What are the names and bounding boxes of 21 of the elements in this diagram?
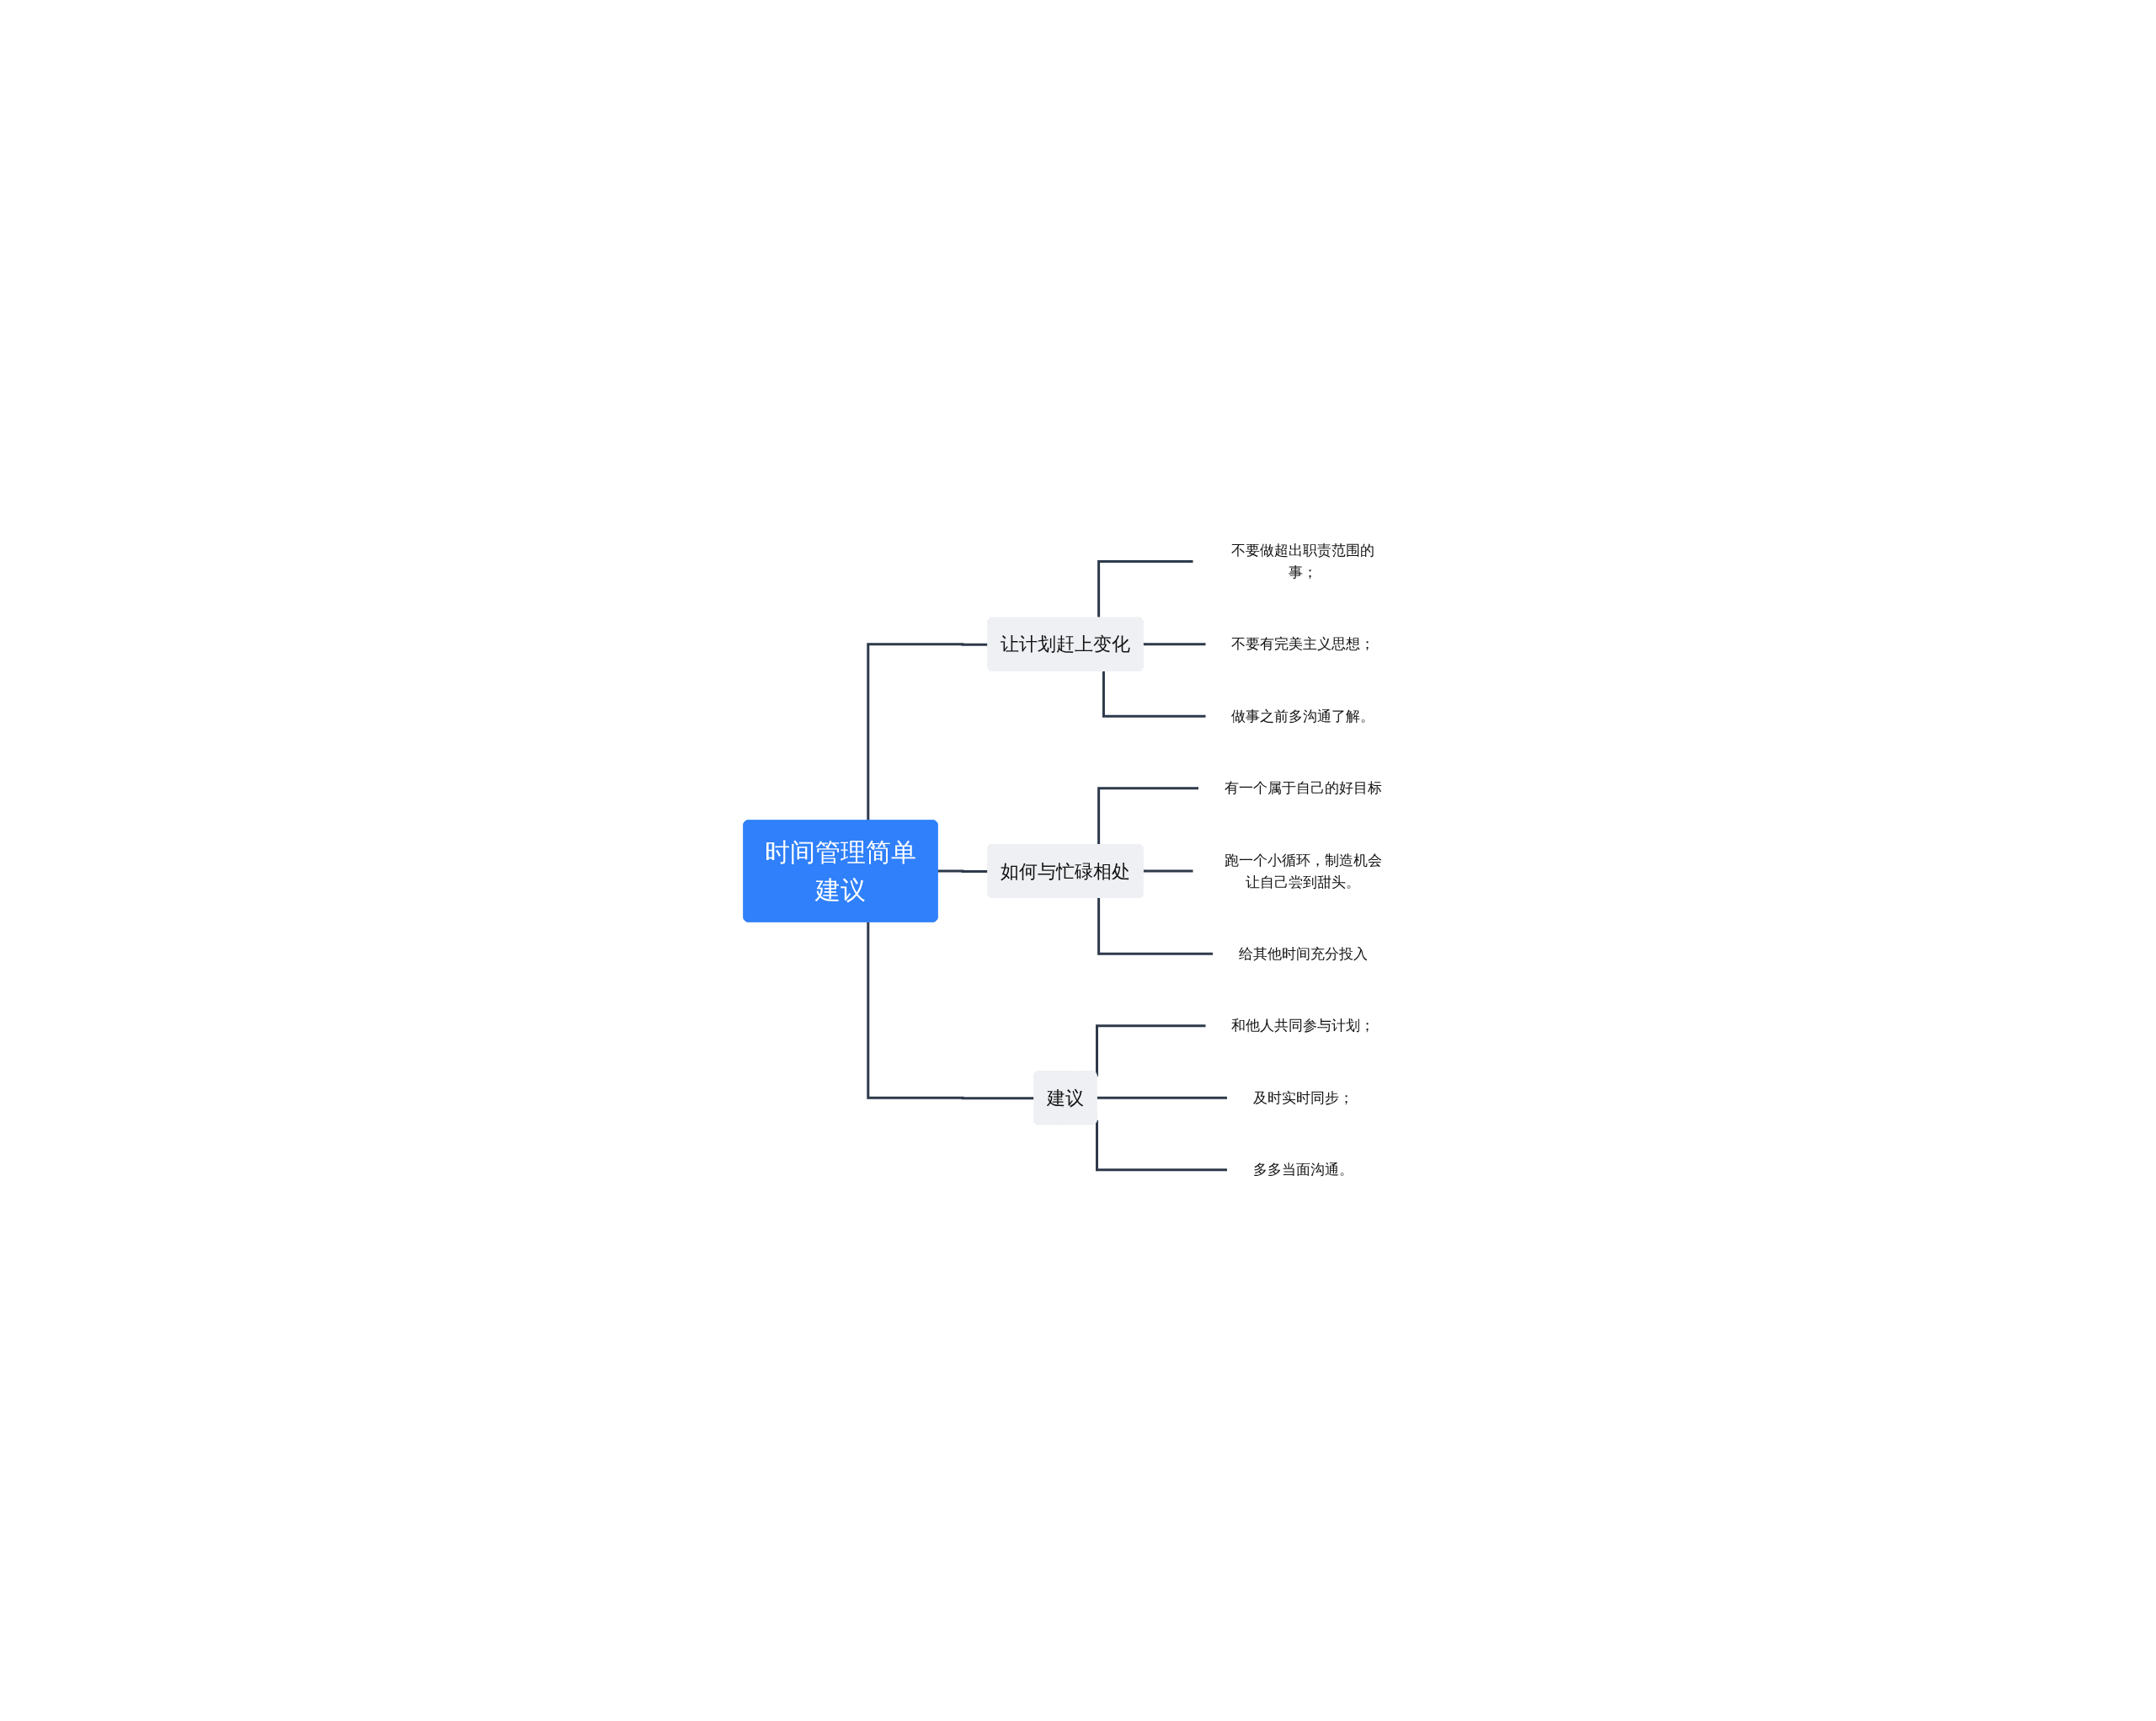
- connector: [867, 643, 989, 821]
- connector: [1096, 1024, 1206, 1077]
- connector: [1096, 1120, 1228, 1172]
- connector: [1102, 671, 1206, 718]
- connector: [867, 922, 1035, 1100]
- node-text: 有一个属于自己的好目标: [1224, 779, 1382, 797]
- node-text: 和他人共同参与计划；: [1231, 1017, 1374, 1034]
- connector: [937, 869, 989, 874]
- node-text: 跑一个小循环，制造机会让自己尝到甜头。: [1224, 851, 1382, 890]
- connector: [1097, 787, 1199, 846]
- node-text: 不要有完美主义思想；: [1231, 635, 1374, 653]
- node-text: 给其他时间充分投入: [1238, 944, 1368, 962]
- connector: [1096, 1097, 1228, 1100]
- node-text: 多多当面沟通。: [1252, 1161, 1353, 1179]
- connector: [1142, 869, 1193, 874]
- node-text: 不要做超出职责范围的事；: [1231, 542, 1374, 580]
- connector: [1142, 643, 1206, 646]
- connector: [1097, 560, 1193, 618]
- node-text: 做事之前多沟通了解。: [1231, 707, 1374, 724]
- connector: [1097, 898, 1214, 955]
- node-text: 及时实时同步；: [1252, 1088, 1353, 1106]
